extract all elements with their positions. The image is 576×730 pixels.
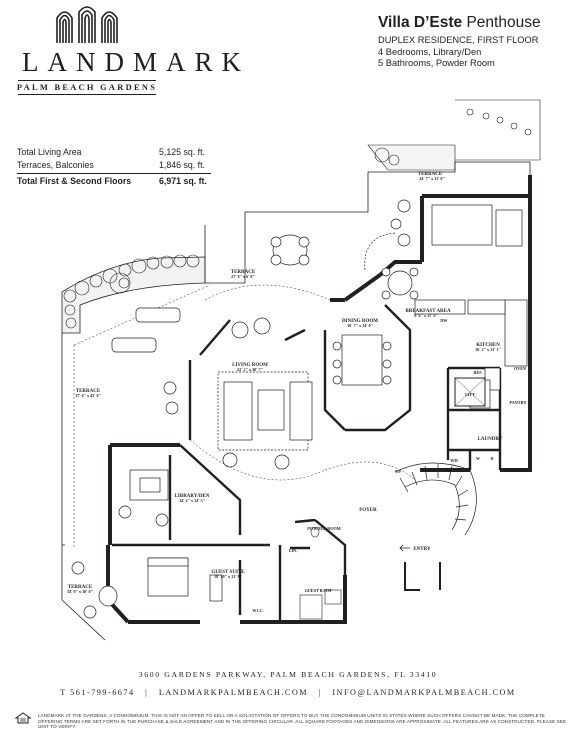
dining-table — [332, 334, 392, 386]
room-name: TERRACE — [68, 585, 93, 590]
room-name: REF. — [473, 370, 482, 375]
room-dimensions: 9' 6" x 11' 6" — [414, 313, 438, 318]
kitchen-counters — [414, 299, 528, 409]
room-dimensions: 24' 7" x 11' 0" — [419, 176, 445, 181]
brand-subtitle: PALM BEACH GARDENS — [16, 83, 158, 92]
planter-north — [367, 144, 456, 171]
equal-housing-icon — [14, 712, 32, 724]
phone-number: T 561-799-6674 — [60, 688, 135, 697]
unit-name-suffix: Penthouse — [466, 14, 541, 31]
room-name: GUEST SUITE — [211, 570, 245, 575]
room-name: D — [490, 456, 493, 461]
website-link[interactable]: LANDMARKPALMBEACH.COM — [158, 688, 309, 697]
room-dimensions: 14' 2" x 14' 3" — [179, 498, 205, 503]
separator: | — [318, 688, 322, 697]
area-row: Terraces, Balconies 1,846 sq. ft. — [17, 159, 211, 172]
room-dimensions: 16' 2" x 13' 1" — [475, 347, 501, 352]
room-name: LIBRARY/DEN — [175, 494, 210, 499]
room-name: ENTRY — [413, 547, 431, 552]
shrub-cluster — [63, 254, 200, 329]
bathrooms-text: 5 Bathrooms, Powder Room — [378, 58, 495, 69]
room-name: OVEN — [514, 366, 526, 371]
footer-address: 3600 GARDENS PARKWAY, PALM BEACH GARDENS… — [138, 670, 438, 679]
area-value: 5,125 sq. ft. — [159, 147, 205, 157]
room-name: BREAKFAST AREA — [405, 309, 451, 314]
total-label: Total First & Second Floors — [17, 176, 132, 186]
terrace-furniture — [71, 199, 411, 619]
separator: | — [145, 688, 149, 697]
residence-type: DUPLEX RESIDENCE, FIRST FLOOR — [378, 35, 539, 45]
room-name: WH — [450, 458, 458, 463]
entry-arrow-icon — [399, 544, 410, 552]
room-name: UP — [395, 469, 401, 474]
room-dimensions: 17' 6" x 45' 6" — [75, 393, 101, 398]
room-name: W.I.C. — [252, 608, 264, 613]
room-name: FOYER — [359, 508, 377, 513]
room-name: POWDER ROOM — [307, 526, 340, 531]
room-dimensions: 16' 7" x 14' 0" — [347, 323, 373, 328]
room-name: KITCHEN — [476, 343, 500, 348]
entry-door — [404, 562, 441, 591]
email-link[interactable]: INFO@LANDMARKPALMBEACH.COM — [332, 688, 516, 697]
room-labels: TERRACE 24' 7" x 11' 0" TERRACE 27' 8" x… — [67, 172, 526, 613]
total-value: 6,971 sq. ft. — [159, 176, 207, 186]
room-dimensions: 54' 0" x 10' 0" — [67, 589, 93, 594]
room-name: TERRACE — [418, 172, 443, 177]
room-name: DW — [440, 318, 448, 323]
floor-plan: TERRACE 24' 7" x 11' 0" TERRACE 27' 8" x… — [61, 99, 541, 641]
room-name: LIVING ROOM — [232, 363, 268, 368]
room-dimensions: 18' 10" x 13' 9" — [214, 574, 242, 579]
bathroom-fixtures — [299, 526, 342, 620]
breakfast-table — [381, 267, 419, 300]
exterior-walls — [106, 175, 532, 624]
room-name: LIN. — [289, 548, 298, 553]
terrace-sitting-area — [364, 204, 523, 271]
building-skyline-icon — [56, 6, 118, 43]
living-room-furniture — [163, 317, 313, 470]
room-dimensions: 27' 8" x 6' 8" — [231, 274, 255, 279]
unit-title: Villa D’Este Penthouse — [378, 14, 541, 32]
room-name: LAUNDRY — [478, 437, 503, 442]
room-name: W — [476, 456, 481, 461]
room-name: TERRACE — [76, 389, 101, 394]
logo-divider — [18, 80, 156, 81]
room-name: PANTRY — [510, 400, 527, 405]
room-name: GUEST BATH — [305, 588, 332, 593]
area-total-row: Total First & Second Floors 6,971 sq. ft… — [17, 173, 211, 188]
unit-name: Villa D’Este — [378, 14, 463, 31]
logo-divider-bottom — [18, 94, 156, 95]
library-furniture — [118, 469, 169, 527]
area-label: Total Living Area — [17, 147, 82, 157]
unit-info: Villa D’Este Penthouse DUPLEX RESIDENCE,… — [378, 14, 541, 70]
room-name: DINING ROOM — [342, 319, 378, 324]
spiral-stair — [394, 462, 477, 536]
area-table: Total Living Area 5,125 sq. ft. Terraces… — [17, 146, 211, 188]
legal-disclaimer: LANDMARK AT THE GARDENS, A CONDOMINIUM. … — [38, 713, 567, 730]
room-name: TERRACE — [231, 270, 256, 275]
room-name: LIFT — [465, 392, 475, 397]
bedrooms-text: 4 Bedrooms, Library/Den — [378, 46, 482, 57]
room-dimensions: 22' 2" x 20' 7" — [237, 367, 263, 372]
area-row: Total Living Area 5,125 sq. ft. — [17, 146, 211, 159]
guest-bed — [147, 557, 223, 602]
area-label: Terraces, Balconies — [17, 159, 94, 170]
area-value: 1,846 sq. ft. — [159, 159, 205, 170]
footer-contact: T 561-799-6674 | LANDMARKPALMBEACH.COM |… — [0, 688, 576, 697]
